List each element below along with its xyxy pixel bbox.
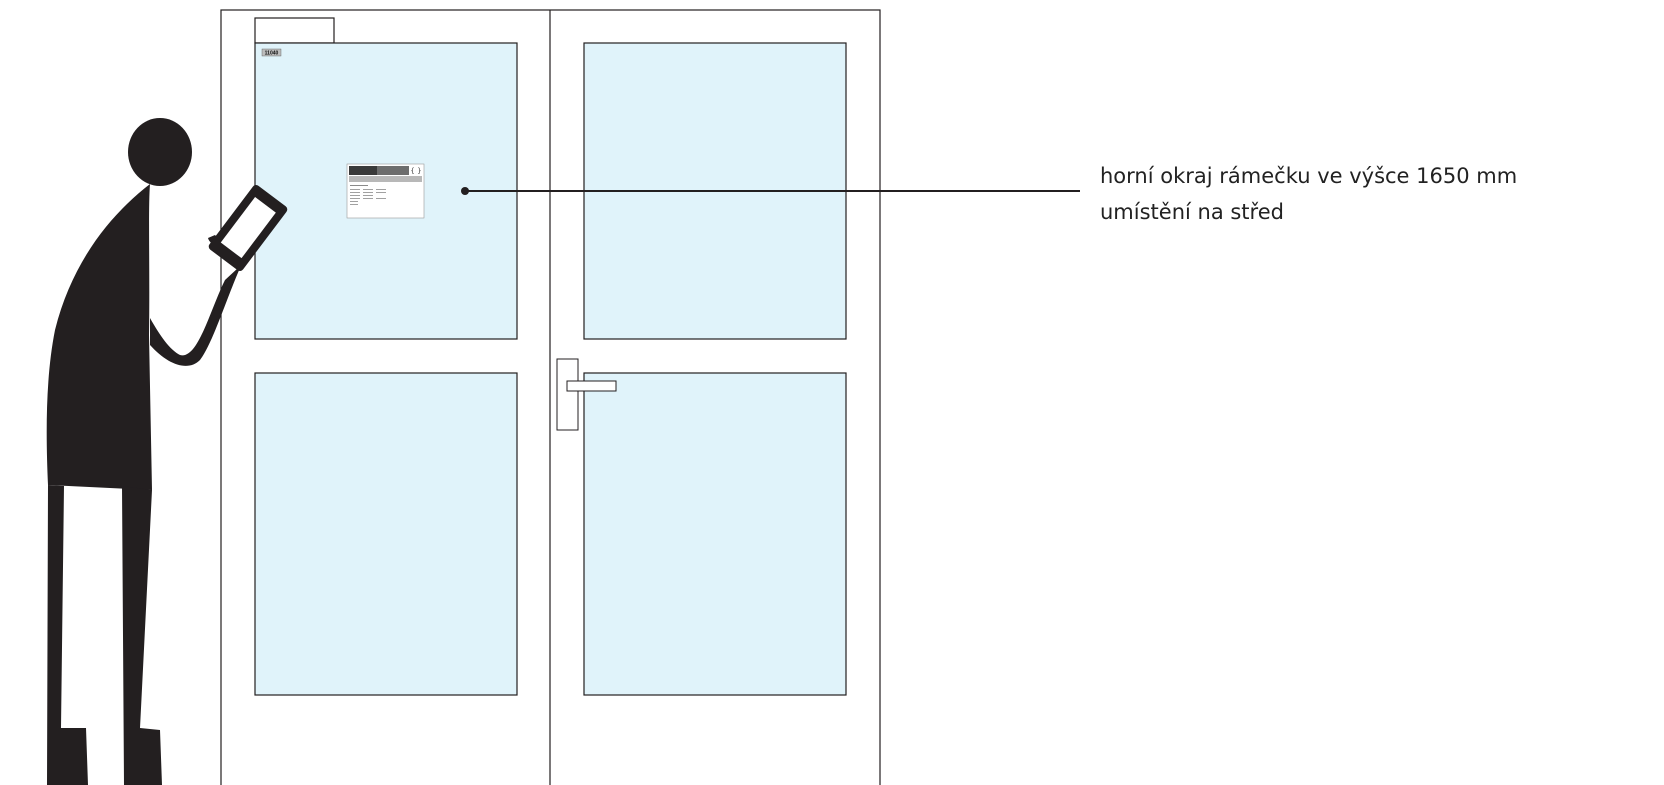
handle-lever[interactable]: [566, 380, 617, 392]
double-door: [220, 9, 881, 785]
room-number-plate: 11040: [261, 48, 282, 57]
svg-text:{ }: { }: [410, 167, 421, 175]
person-arm: [150, 235, 240, 366]
door-label-box: [254, 17, 335, 44]
door-handle[interactable]: [556, 358, 617, 431]
person-silhouette: [46, 118, 240, 785]
callout-leader: [461, 187, 1080, 195]
handle-plate: [556, 358, 579, 431]
person-head: [128, 118, 192, 186]
callout-line-1: horní okraj rámečku ve výšce 1650 mm: [1100, 164, 1517, 188]
glass-panel-bottom-left: [254, 372, 518, 696]
person-leg-right: [122, 486, 162, 785]
info-sign-frame: { }: [346, 163, 425, 219]
callout-anchor-dot: [461, 187, 469, 195]
tablet-icon: [208, 185, 288, 271]
person-leg-left: [47, 485, 88, 785]
glass-panel-bottom-right: [583, 372, 847, 696]
callout-line-2: umístění na střed: [1100, 200, 1284, 224]
room-number-text: 11040: [265, 51, 279, 57]
person-body: [46, 184, 152, 490]
